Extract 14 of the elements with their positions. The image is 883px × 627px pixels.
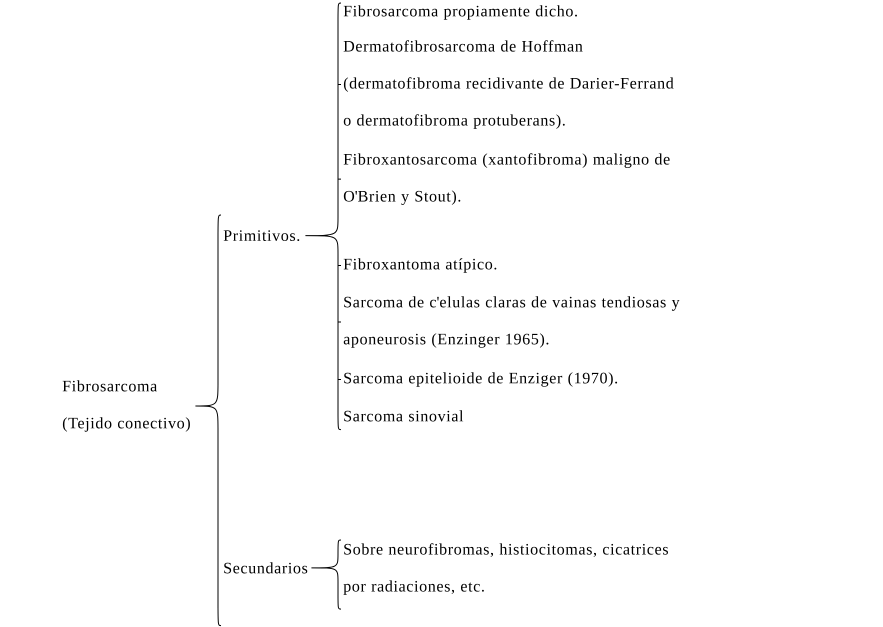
branch-label: Primitivos. bbox=[224, 230, 300, 242]
brace bbox=[194, 214, 222, 626]
list-item: Fibroxantosarcoma (xantofibroma) maligno de O'Brien y Stout). bbox=[344, 153, 670, 205]
list-item: Sarcoma de c'elulas claras de vainas tendiosas y aponeurosis (Enzinger 1965). bbox=[344, 296, 680, 348]
list-item: Sarcoma sinovial bbox=[344, 410, 464, 422]
brace bbox=[310, 540, 342, 610]
brace bbox=[304, 2, 342, 430]
list-item: Sobre neurofibromas, histiocitomas, cicatrices por radiaciones, etc. bbox=[343, 543, 668, 595]
list-item: Dermatofibrosarcoma de Hoffman (dermatofibroma recidivante de Darier-Ferrand o dermatofibroma protuberans). bbox=[344, 40, 674, 129]
list-item: Fibrosarcoma propiamente dicho. bbox=[344, 5, 577, 20]
branch-label: Secundarios bbox=[224, 562, 308, 574]
list-item: Fibroxantoma atípico. bbox=[344, 258, 496, 273]
list-item: Sarcoma epitelioide de Enziger (1970). bbox=[344, 372, 618, 387]
root-label: Fibrosarcoma (Tejido conectivo) bbox=[62, 380, 190, 432]
